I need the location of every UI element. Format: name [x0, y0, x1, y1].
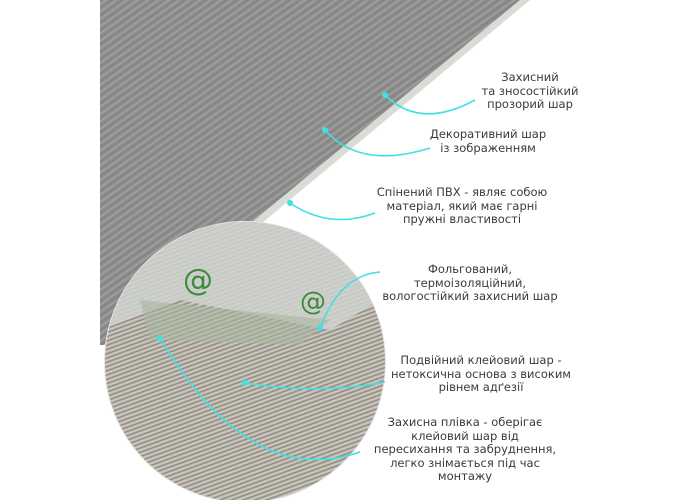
label-foil-layer: Фольгований,термоізоляційний,вологостійк…	[382, 262, 558, 303]
svg-text:@: @	[183, 263, 213, 298]
leader-lines	[159, 94, 476, 461]
closeup-circle: @ @	[105, 222, 385, 500]
svg-text:@: @	[300, 287, 326, 317]
label-adhesive-layer: Подвійний клейовий шар -нетоксична основ…	[391, 353, 571, 394]
